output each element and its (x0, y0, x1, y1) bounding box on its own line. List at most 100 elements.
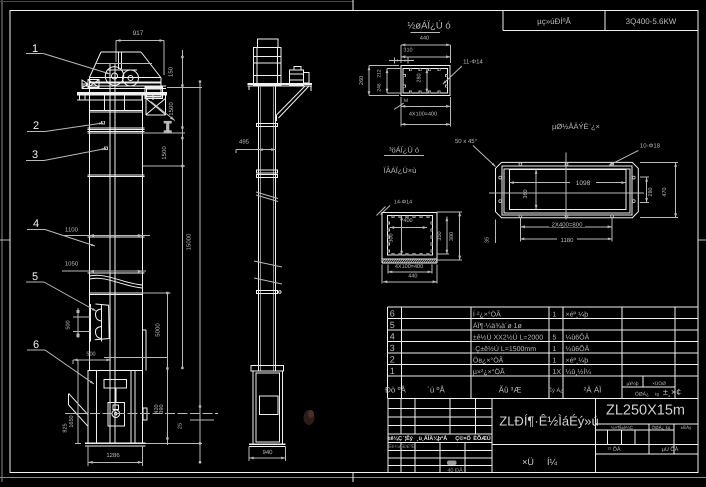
svg-text:1X: 1X (553, 369, 562, 376)
svg-text:50 x 45°: 50 x 45° (455, 138, 478, 145)
svg-text:1500: 1500 (161, 146, 168, 160)
svg-text:µç»úÐÍºÅ: µç»úÐÍºÅ (537, 17, 571, 26)
svg-text:1: 1 (553, 312, 557, 319)
svg-text:Í¼: Í¼ (547, 457, 558, 467)
svg-text:¼û6ÕÂ: ¼û6ÕÂ (566, 344, 590, 353)
svg-text:380: 380 (449, 232, 455, 241)
svg-text:10-Φ18: 10-Φ18 (640, 143, 661, 150)
svg-text:6: 6 (33, 339, 39, 351)
svg-text:4X100=400: 4X100=400 (409, 111, 437, 117)
svg-text:500: 500 (66, 320, 72, 329)
svg-text:35: 35 (485, 237, 491, 243)
svg-text:ZLÐÍ¶·Ê½ÌáÉý»ú: ZLÐÍ¶·Ê½ÌáÉý»ú (499, 414, 598, 429)
svg-text:15000: 15000 (186, 233, 193, 250)
svg-text:µ×²¿×°ÖÃ: µ×²¿×°ÖÃ (473, 367, 505, 376)
svg-text:360: 360 (523, 189, 529, 198)
svg-text:1100: 1100 (65, 227, 79, 234)
svg-text:ÖØÁ¿: ÖØÁ¿ (635, 391, 649, 398)
svg-text:310: 310 (403, 48, 412, 54)
svg-text:280: 280 (648, 187, 654, 196)
svg-text:3: 3 (32, 149, 38, 161)
svg-text:¼û6ÕÂ: ¼û6ÕÂ (566, 333, 590, 342)
svg-text:300: 300 (389, 233, 395, 242)
svg-text:¼û¸½Í¼: ¼û¸½Í¼ (566, 367, 592, 376)
svg-text:5000: 5000 (155, 323, 162, 337)
svg-text:µÚ ÕÅ: µÚ ÕÅ (662, 446, 679, 453)
svg-text:260: 260 (359, 76, 365, 85)
svg-text:¸ü¸ÄÎÄ¼þºÅ: ¸ü¸ÄÎÄ¼þºÅ (417, 435, 447, 442)
svg-text:4: 4 (390, 332, 395, 342)
svg-text:²Ä ÁÏ: ²Ä ÁÏ (584, 386, 603, 395)
svg-text:M: M (404, 98, 408, 104)
svg-text:ÏÂÁÏ¿Ú×ù: ÏÂÁÏ¿Ú×ù (384, 166, 417, 175)
svg-text:·Ç±ê½Ú L=1500mm: ·Ç±ê½Ú L=1500mm (473, 344, 536, 353)
svg-text:420: 420 (154, 404, 160, 413)
svg-text:440: 440 (408, 274, 417, 280)
svg-text:±ê½Ú XX2½Ú L=2000: ±ê½Ú XX2½Ú L=2000 (473, 333, 543, 342)
svg-text:´¦Êý: ´¦Êý (403, 435, 414, 442)
svg-text:3Q400-5.6KW: 3Q400-5.6KW (626, 17, 677, 26)
svg-text:150: 150 (168, 66, 175, 77)
svg-text:×Ü: ×Ü (522, 457, 534, 467)
svg-text:ÈÕÆÚ: ÈÕÆÚ (473, 435, 490, 442)
svg-text:1180: 1180 (561, 237, 575, 244)
svg-text:390: 390 (159, 404, 165, 413)
svg-text:1: 1 (390, 366, 395, 376)
svg-text:11-Φ14: 11-Φ14 (463, 59, 483, 66)
svg-text:500: 500 (86, 352, 95, 358)
svg-text:kg: kg (655, 392, 659, 397)
svg-text:350: 350 (437, 231, 443, 240)
svg-text:³öÁÏ¿Ú ó: ³öÁÏ¿Ú ó (389, 146, 419, 155)
svg-text:1050: 1050 (65, 261, 79, 268)
svg-text:212: 212 (377, 69, 383, 78)
svg-text:½×¶Î±ê¼Ç: ½×¶Î±ê¼Ç (611, 425, 634, 430)
svg-text:2: 2 (33, 120, 39, 132)
svg-text:1500: 1500 (168, 102, 175, 116)
svg-text:µØ½ÅÂÝË¨¿×: µØ½ÅÂÝË¨¿× (552, 122, 600, 131)
svg-text:1: 1 (553, 358, 557, 365)
svg-text:ÖØÁ¿ kg: ÖØÁ¿ kg (652, 425, 671, 430)
svg-text:±ê¼Ç: ±ê¼Ç (387, 435, 402, 442)
svg-text:±ÈÀý: ±ÈÀý (681, 425, 692, 430)
svg-text:940: 940 (262, 449, 273, 456)
svg-text:×éº¸¼þ: ×éº¸¼þ (566, 357, 589, 365)
svg-text:´ú ºÅ: ´ú ºÅ (427, 386, 445, 395)
svg-text:1098: 1098 (576, 180, 591, 187)
svg-text:½øÁÏ¿Ú ó: ½øÁÏ¿Ú ó (407, 20, 450, 32)
svg-text:Éè¼Æ: Éè¼Æ (388, 443, 403, 450)
svg-text:917: 917 (133, 30, 144, 37)
svg-text:1286: 1286 (106, 452, 120, 459)
svg-text:25: 25 (178, 423, 184, 429)
svg-text:Ç©×Ö: Ç©×Ö (455, 435, 471, 442)
svg-text:×ÜÖØ: ×ÜÖØ (652, 380, 666, 387)
svg-text:40 ÐÅ: 40 ÐÅ (447, 467, 463, 474)
svg-text:4X100=400: 4X100=400 (395, 264, 423, 270)
svg-text:495: 495 (239, 139, 250, 146)
svg-text:×éº¸¼þ: ×éº¸¼þ (566, 311, 589, 319)
svg-text:5: 5 (32, 271, 38, 283)
svg-text:1: 1 (32, 43, 38, 55)
svg-text:825: 825 (63, 423, 69, 432)
svg-text:±¸×¢: ±¸×¢ (663, 387, 681, 397)
svg-text:1: 1 (553, 346, 557, 353)
svg-text:14-Φ14: 14-Φ14 (394, 200, 412, 206)
svg-text:ZL250X15m: ZL250X15m (606, 403, 685, 419)
svg-text:Í·²¿×°ÖÃ: Í·²¿×°ÖÃ (473, 310, 501, 319)
svg-text:440: 440 (420, 36, 429, 42)
svg-text:280: 280 (417, 73, 423, 82)
svg-text:1650: 1650 (69, 415, 75, 427)
svg-text:2: 2 (390, 355, 395, 365)
svg-text:5: 5 (553, 335, 557, 342)
svg-text:Ð£ºË: Ð£ºË (403, 443, 415, 450)
svg-text:400: 400 (403, 218, 412, 224)
svg-text:4: 4 (33, 218, 39, 230)
svg-text:246: 246 (377, 83, 383, 92)
svg-text:Êý Á¿: Êý Á¿ (549, 387, 564, 394)
svg-text:µ¥¼þ: µ¥¼þ (626, 381, 638, 387)
svg-text:6: 6 (390, 309, 395, 319)
svg-text:3: 3 (390, 343, 395, 353)
svg-text:Öв¿×°ÖÃ: Öв¿×°ÖÃ (473, 356, 504, 365)
svg-text:2X400=800: 2X400=800 (552, 221, 584, 228)
svg-text:5: 5 (390, 320, 395, 330)
svg-text:Ðò ºÅ: Ðò ºÅ (385, 386, 406, 395)
